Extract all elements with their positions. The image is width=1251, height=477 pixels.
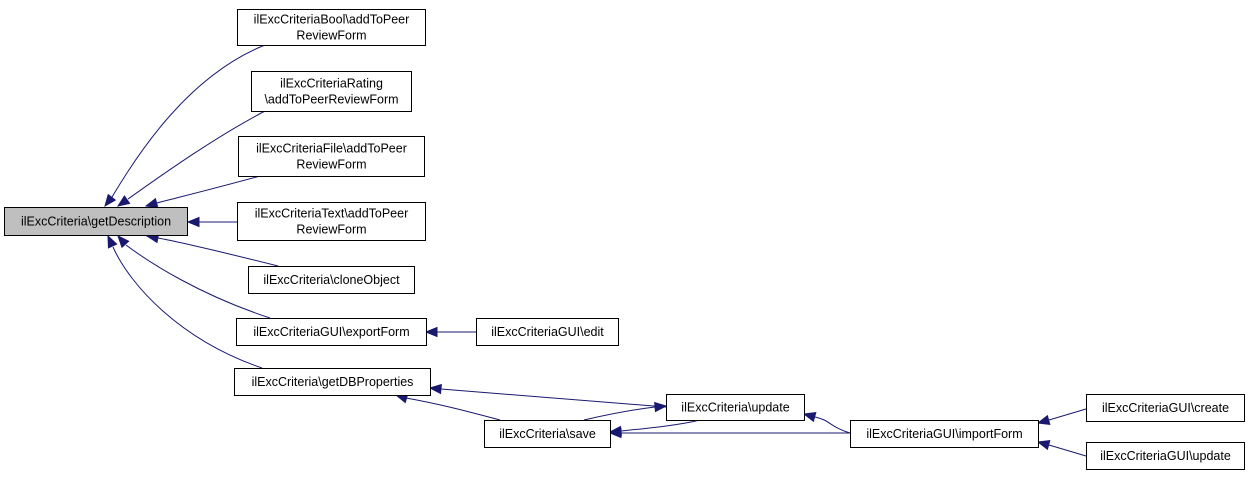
node-importForm[interactable]: ilExcCriteriaGUI\importForm [850, 420, 1039, 448]
node-box[interactable] [850, 420, 1039, 448]
edge-save-to-update [583, 401, 668, 421]
edge-fileAdd-to-getDescription [144, 175, 261, 209]
node-boolAdd[interactable]: ilExcCriteriaBool\addToPeerReviewForm [237, 9, 426, 46]
node-fileAdd[interactable]: ilExcCriteriaFile\addToPeerReviewForm [238, 136, 425, 177]
node-textAdd[interactable]: ilExcCriteriaText\addToPeerReviewForm [237, 202, 426, 241]
edge-arrowhead [428, 383, 442, 395]
edge-line [1048, 408, 1087, 421]
edge-arrowhead [144, 197, 159, 209]
node-save[interactable]: ilExcCriteria\save [484, 420, 611, 448]
edge-line [405, 397, 501, 421]
node-update[interactable]: ilExcCriteria\update [666, 394, 805, 421]
node-label-line: ilExcCriteriaGUI\create [1102, 401, 1229, 415]
node-label-line: ilExcCriteriaGUI\update [1100, 449, 1231, 463]
node-box[interactable] [666, 394, 805, 421]
edge-exportForm-to-getDescription [117, 235, 271, 319]
edge-line [583, 406, 656, 421]
edge-arrowhead [654, 401, 668, 413]
edge-arrowhead [186, 216, 200, 228]
edge-line [112, 246, 263, 369]
node-box[interactable] [1086, 442, 1245, 470]
edge-line [156, 175, 261, 204]
node-box[interactable] [248, 266, 415, 294]
node-box[interactable] [476, 318, 619, 346]
node-label-line: \addToPeerReviewForm [264, 93, 398, 107]
node-label-line: ilExcCriteriaGUI\edit [491, 325, 604, 339]
edge-importForm-to-update [802, 411, 851, 434]
node-label-line: ilExcCriteriaGUI\exportForm [253, 325, 409, 339]
node-label-line: ilExcCriteriaFile\addToPeer [256, 142, 407, 156]
edge-save-to-getDBProperties [394, 393, 501, 421]
node-guiUpdate[interactable]: ilExcCriteriaGUI\update [1086, 442, 1245, 470]
node-ratingAdd[interactable]: ilExcCriteriaRating \addToPeerReviewForm [251, 71, 412, 112]
node-box[interactable] [234, 368, 431, 396]
edge-line [127, 110, 266, 200]
edge-line [620, 419, 701, 432]
edge-update-to-getDBProperties [428, 383, 667, 408]
edge-arrowhead [608, 427, 622, 439]
edge-getDBProperties-to-getDescription [107, 234, 263, 369]
node-label-line: ilExcCriteriaBool\addToPeer [254, 13, 410, 27]
edge-arrowhead [1036, 439, 1051, 451]
node-box[interactable] [237, 202, 426, 241]
node-exportForm[interactable]: ilExcCriteriaGUI\exportForm [236, 318, 427, 346]
edge-arrowhead [802, 411, 817, 423]
edge-line [440, 388, 667, 408]
node-getDescription[interactable]: ilExcCriteria\getDescription [4, 207, 188, 236]
edge-boolAdd-to-getDescription [104, 44, 266, 208]
node-cloneObject[interactable]: ilExcCriteria\cloneObject [248, 266, 415, 294]
node-label-line: ilExcCriteriaText\addToPeer [255, 207, 409, 221]
node-box[interactable] [1086, 394, 1245, 422]
edge-arrowhead [104, 193, 117, 208]
node-label-line: ilExcCriteria\cloneObject [263, 273, 400, 287]
edge-arrowhead [424, 326, 438, 338]
nodes-layer: ilExcCriteria\getDescription ilExcCriteri… [4, 9, 1245, 470]
node-guiCreate[interactable]: ilExcCriteriaGUI\create [1086, 394, 1245, 422]
node-label-line: ilExcCriteria\save [499, 427, 596, 441]
edge-guiUpdate-to-importForm [1036, 439, 1087, 457]
edge-arrowhead [116, 195, 131, 207]
edge-ratingAdd-to-getDescription [116, 110, 266, 207]
node-box[interactable] [251, 71, 412, 112]
node-label-line: ilExcCriteria\getDescription [21, 215, 171, 229]
edge-arrowhead [1036, 414, 1051, 426]
edge-arrowhead [117, 235, 130, 249]
edge-textAdd-to-getDescription [186, 216, 237, 228]
node-box[interactable] [4, 207, 188, 236]
node-label-line: ReviewForm [296, 223, 366, 237]
node-box[interactable] [484, 420, 611, 448]
edge-line [125, 244, 271, 319]
edge-line [1048, 444, 1087, 457]
edge-line [111, 44, 266, 198]
node-label-line: ReviewForm [296, 158, 366, 172]
node-label-line: ilExcCriteria\getDBProperties [252, 375, 414, 389]
node-getDBProperties[interactable]: ilExcCriteria\getDBProperties [234, 368, 431, 396]
node-box[interactable] [237, 9, 426, 46]
node-box[interactable] [238, 136, 425, 177]
edge-importForm-to-save [608, 427, 850, 439]
edge-line [814, 416, 851, 434]
node-label-line: ilExcCriteria\update [681, 401, 789, 415]
edge-guiEdit-to-exportForm [424, 326, 476, 338]
edge-guiCreate-to-importForm [1036, 408, 1087, 426]
node-box[interactable] [236, 318, 427, 346]
edge-arrowhead [107, 234, 118, 249]
node-guiEdit[interactable]: ilExcCriteriaGUI\edit [476, 318, 619, 346]
edge-line [157, 237, 279, 267]
node-label-line: ilExcCriteriaGUI\importForm [866, 427, 1022, 441]
node-label-line: ReviewForm [296, 29, 366, 43]
node-label-line: ilExcCriteriaRating [280, 77, 383, 91]
